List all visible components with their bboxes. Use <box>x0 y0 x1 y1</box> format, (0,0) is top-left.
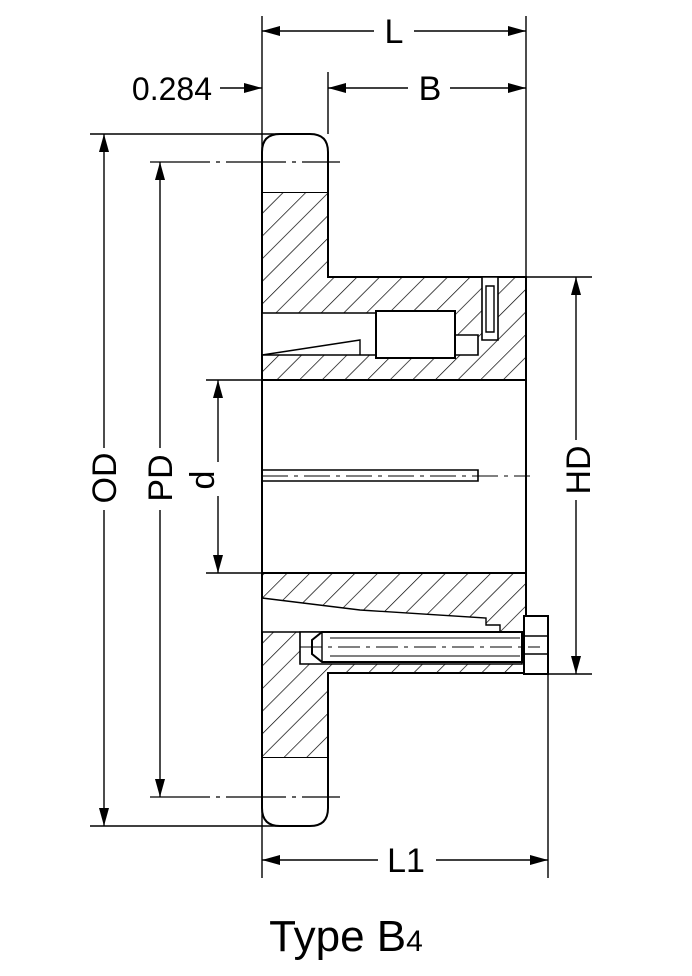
upper-retainer <box>485 285 495 333</box>
lower-hub-section <box>261 572 527 759</box>
upper-taper-line <box>261 339 361 356</box>
caption-main: Type B <box>269 912 407 961</box>
label-L: L <box>385 13 404 51</box>
label-PD: PD <box>142 454 180 501</box>
dimension-PD: PD <box>142 162 180 797</box>
label-OD: OD <box>86 453 124 504</box>
label-B: B <box>419 70 442 108</box>
tooth-top <box>261 133 329 192</box>
dimension-OD: OD <box>86 134 124 826</box>
label-d: d <box>184 471 222 490</box>
dimension-L: L <box>262 13 526 51</box>
dimension-d: d <box>184 380 223 573</box>
tooth-bottom <box>261 758 329 827</box>
dimension-L1: L1 <box>262 842 548 880</box>
caption-sub: 4 <box>406 925 423 958</box>
figure-caption: Type B4 <box>0 912 692 962</box>
dimension-B: 0.284 B <box>132 70 526 108</box>
label-HD: HD <box>560 445 598 494</box>
screw-head <box>523 615 549 675</box>
dimension-HD: HD <box>560 277 598 674</box>
upper-key <box>375 310 456 359</box>
label-L1: L1 <box>387 842 425 880</box>
label-offset: 0.284 <box>132 71 212 107</box>
